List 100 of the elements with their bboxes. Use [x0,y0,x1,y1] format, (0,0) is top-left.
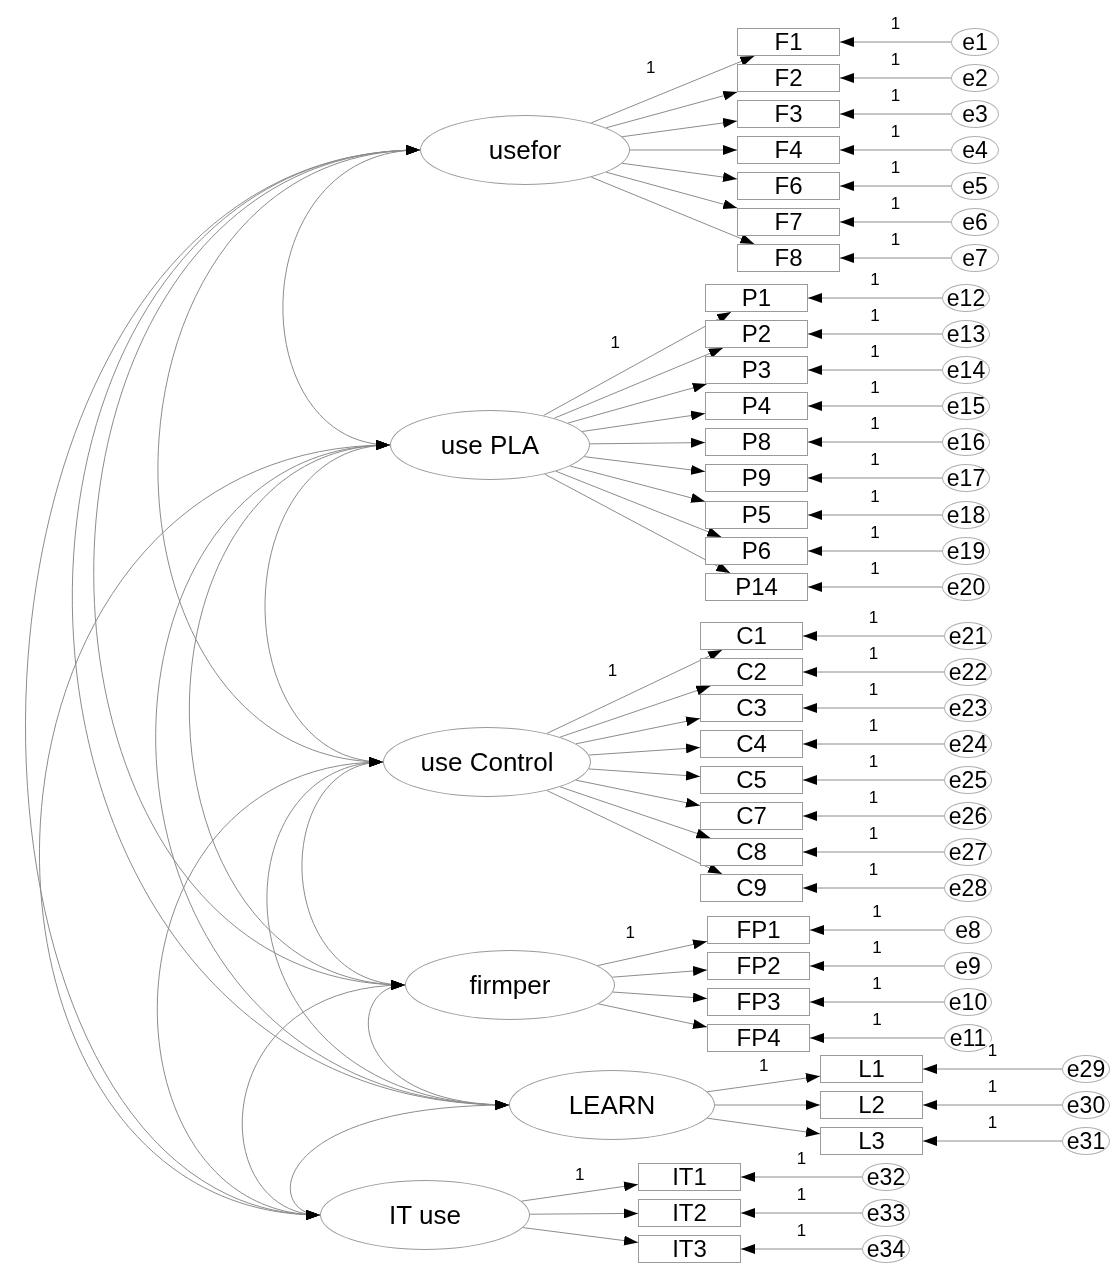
edge-label: 1 [795,1149,808,1167]
error-term-circle: e3 [951,100,999,128]
error-term-circle: e12 [942,284,990,312]
observed-variable-box: P1 [705,284,808,312]
edge-label: 1 [609,333,622,351]
edge-label: 1 [869,414,881,432]
edge-label: 1 [867,752,880,770]
arrow [809,961,945,971]
error-term-circle: e29 [1062,1055,1110,1083]
observed-variable-box: L3 [820,1127,923,1155]
arrow [839,181,952,191]
arrow [802,775,945,785]
arrow [922,1136,1063,1146]
latent-variable-ellipse: use PLA [390,410,590,480]
arrow [706,1117,821,1137]
edge-label: 1 [795,1221,808,1239]
arrow [543,311,732,416]
edge-label: 1 [606,661,619,679]
arrow [807,401,943,411]
arrow [520,1181,639,1202]
observed-variable-box: F4 [737,136,840,164]
arrow [590,55,755,124]
arrow [553,347,724,419]
observed-variable-box: L1 [820,1055,923,1083]
error-term-circle: e28 [944,874,992,902]
arrow [802,739,945,749]
error-term-circle: e32 [862,1163,910,1191]
observed-variable-box: F7 [737,208,840,236]
error-term-circle: e19 [942,537,990,565]
observed-variable-box: C4 [700,730,803,758]
arrow [922,1100,1063,1110]
observed-variable-box: C2 [700,658,803,686]
error-term-circle: e8 [944,916,992,944]
edge-label: 1 [871,974,883,992]
observed-variable-box: L2 [820,1091,923,1119]
error-term-circle: e18 [942,501,990,529]
edge-label: 1 [573,1165,586,1183]
error-term-circle: e24 [944,730,992,758]
arrow [740,1172,863,1182]
error-term-circle: e9 [944,952,992,980]
arrow [529,1208,639,1219]
error-term-circle: e34 [862,1235,910,1263]
observed-variable-box: IT3 [638,1235,741,1263]
latent-variable-ellipse: use Control [383,727,591,797]
arrow [583,456,706,475]
error-term-circle: e10 [944,988,992,1016]
edge-label: 1 [867,680,880,698]
arrow [714,1100,821,1110]
error-term-circle: e7 [951,244,999,272]
edge-label: 1 [889,122,902,140]
edge-label: 1 [869,270,881,288]
arrow [588,743,701,756]
arrow [546,649,723,734]
edge-label: 1 [889,230,902,248]
observed-variable-box: F8 [737,244,840,272]
error-term-circle: e14 [942,356,990,384]
arrow [581,410,706,432]
arrow [559,685,711,738]
arrow [809,925,945,935]
edge-label: 1 [889,14,902,32]
arrow [839,73,952,83]
error-term-circle: e27 [944,838,992,866]
arrow [740,1244,863,1254]
edge-label: 1 [889,50,902,68]
arrow [807,473,943,483]
arrow [544,473,731,574]
arrow [802,847,945,857]
arrow [809,997,945,1007]
edge-label: 1 [645,58,657,76]
error-term-circle: e30 [1062,1091,1110,1119]
observed-variable-box: P9 [705,464,808,492]
arrow [807,293,943,303]
arrow [839,109,952,119]
observed-variable-box: C8 [700,838,803,866]
arrow [559,786,711,839]
edge-label: 1 [871,938,883,956]
arrow [839,217,952,227]
arrow [807,510,943,520]
observed-variable-box: P5 [705,501,808,529]
arrow [706,1073,821,1093]
arrow [839,37,952,47]
arrow [546,790,723,875]
observed-variable-box: P4 [705,392,808,420]
arrow [605,171,738,210]
latent-variable-ellipse: LEARN [509,1070,715,1140]
edge-label: 1 [889,86,902,104]
arrow [802,811,945,821]
arrow [740,1208,863,1218]
observed-variable-box: C7 [700,802,803,830]
arrow [605,90,738,129]
arrow [567,383,708,424]
edge-label: 1 [889,194,902,212]
observed-variable-box: IT1 [638,1163,741,1191]
observed-variable-box: C3 [700,694,803,722]
observed-variable-box: P8 [705,428,808,456]
arrow [589,437,706,448]
observed-variable-box: P2 [705,320,808,348]
observed-variable-box: C5 [700,766,803,794]
observed-variable-box: P14 [705,573,808,601]
error-term-circle: e17 [942,464,990,492]
